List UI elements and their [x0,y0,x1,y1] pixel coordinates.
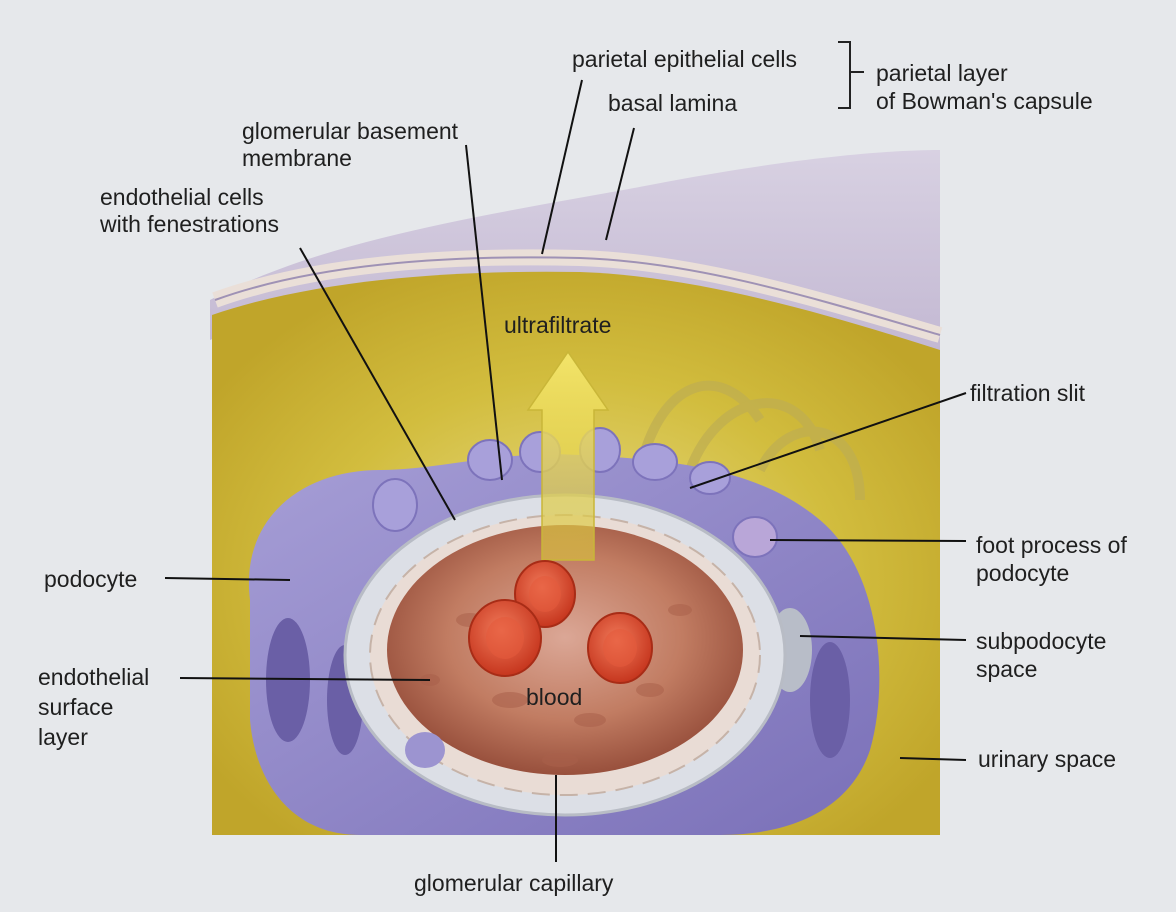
label-podocyte: podocyte [44,566,137,592]
label-foot-process-line2: podocyte [976,560,1069,586]
label-endothelial-surface-line2: surface [38,694,113,720]
label-endothelial-surface-line3: layer [38,724,88,750]
label-parietal-epithelial-cells: parietal epithelial cells [572,46,797,72]
label-gbm-line1: glomerular basement [242,118,458,144]
podocyte-cell-bottom [405,732,445,768]
label-subpodocyte-line2: space [976,656,1037,682]
label-subpodocyte-line1: subpodocyte [976,628,1106,654]
label-endothelial-surface-line1: endothelial [38,664,149,690]
label-glomerular-capillary: glomerular capillary [414,870,613,896]
label-parietal-layer-line1: parietal layer [876,60,1008,86]
podocyte-nucleus-left [266,618,310,742]
label-ultrafiltrate: ultrafiltrate [504,312,611,338]
podocyte-nucleus-right [810,642,850,758]
label-filtration-slit: filtration slit [970,380,1085,406]
label-basal-lamina: basal lamina [608,90,737,116]
label-gbm-line2: membrane [242,145,352,171]
capillary-lumen [387,525,743,775]
label-foot-process-line1: foot process of [976,532,1127,558]
label-endothelial-cells-line2: with fenestrations [100,211,279,237]
label-endothelial-cells-line1: endothelial cells [100,184,264,210]
label-parietal-layer-line2: of Bowman's capsule [876,88,1093,114]
label-blood: blood [526,684,582,710]
label-urinary-space: urinary space [978,746,1116,772]
